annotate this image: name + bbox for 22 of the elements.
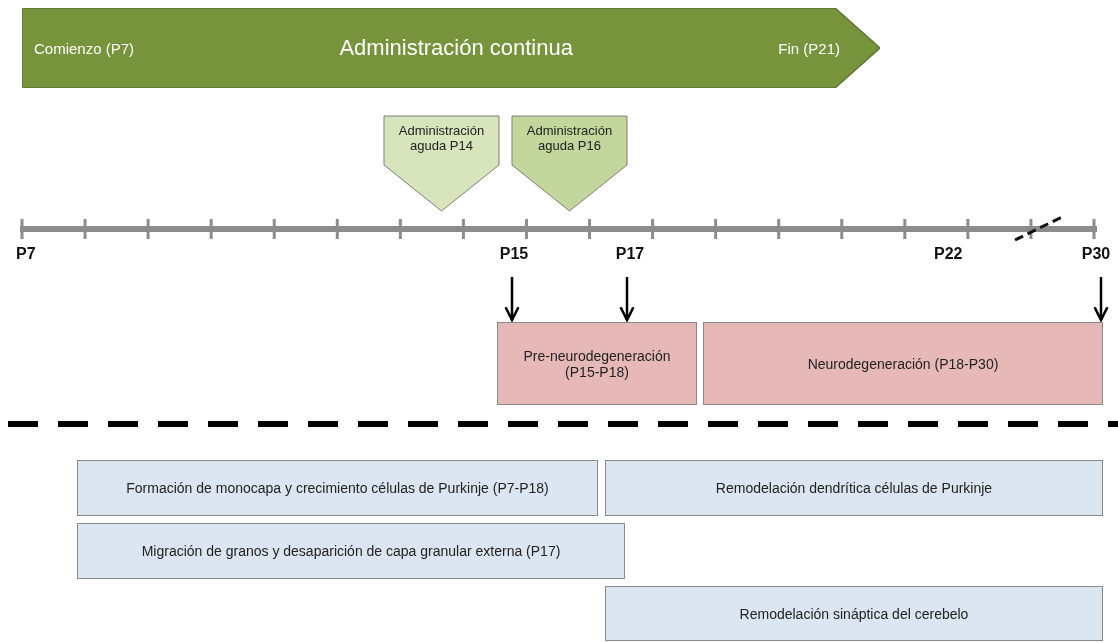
start-label: Comienzo (P7) (34, 39, 135, 57)
pentagon-marker (511, 115, 628, 212)
end-label: Fin (P21) (778, 39, 840, 57)
pentagon-marker (383, 115, 500, 212)
period-box: Neurodegeneración (P18-P30) (703, 322, 1103, 405)
marker-text: Administración aguda P16 (525, 123, 614, 153)
period-box: Remodelación sináptica del cerebelo (605, 586, 1103, 641)
period-box: Pre-neurodegeneración (P15-P18) (497, 322, 697, 405)
tick-label: P30 (1076, 243, 1116, 265)
arrow-banner (22, 8, 880, 88)
tick-label: P15 (494, 243, 534, 265)
period-box: Remodelación dendrítica células de Purkinje (605, 460, 1103, 516)
arrow (619, 277, 635, 322)
period-box: Formación de monocapa y crecimiento células de Purkinje (P7-P18) (77, 460, 598, 516)
arrow (1093, 277, 1109, 322)
tick-label: P17 (610, 243, 650, 265)
period-box: Migración de granos y desaparición de capa granular externa (P17) (77, 523, 625, 579)
arrow (504, 277, 520, 322)
banner-title: Administración continua (339, 35, 573, 61)
tick-label: P22 (934, 245, 963, 263)
tick-label: P7 (16, 245, 36, 263)
marker-text: Administración aguda P14 (397, 123, 486, 153)
